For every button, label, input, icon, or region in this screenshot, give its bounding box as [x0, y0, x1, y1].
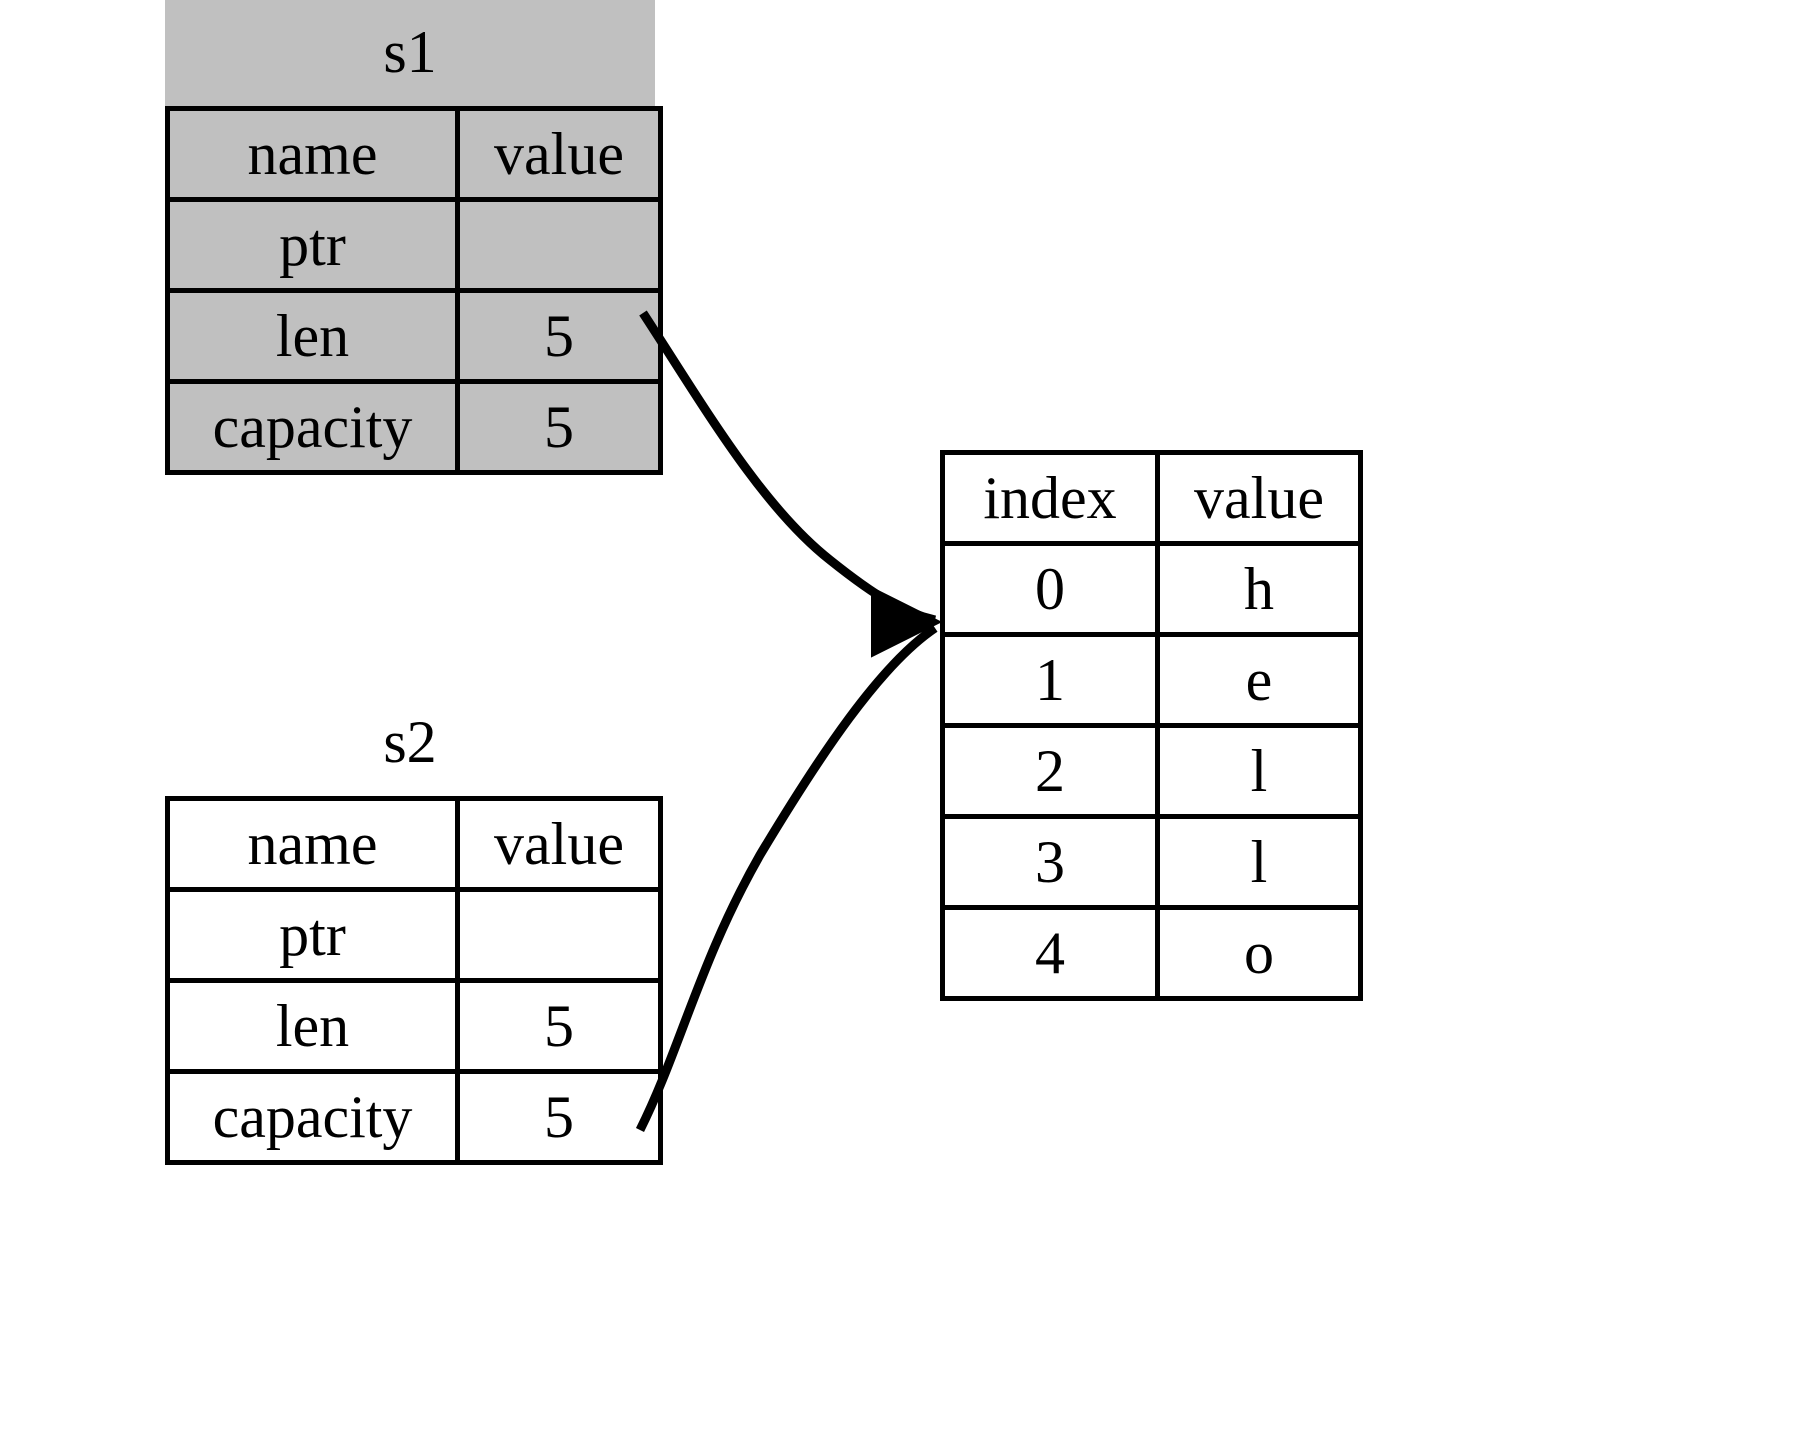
- heap-header-value: value: [1155, 450, 1363, 546]
- heap-buffer: index value 0 h 1 e 2 l 3 l: [940, 450, 1363, 1001]
- s1-row-ptr-value: [455, 197, 663, 293]
- s2-row-len-value: 5: [455, 978, 663, 1074]
- table-row: 2 l: [940, 723, 1363, 819]
- s1-header-name: name: [165, 106, 460, 202]
- heap-row-4-value: o: [1155, 905, 1363, 1001]
- s1-row-len-value: 5: [455, 288, 663, 384]
- struct-s1: s1 name value ptr len 5 capacity 5: [165, 0, 663, 475]
- s2-row-len-name: len: [165, 978, 460, 1074]
- s2-row-capacity-value: 5: [455, 1069, 663, 1165]
- heap-row-0-index: 0: [940, 541, 1160, 637]
- s1-header-value: value: [455, 106, 663, 202]
- table-row-header: name value: [165, 796, 663, 892]
- arrowhead-icon: [871, 586, 943, 658]
- table-row: 1 e: [940, 632, 1363, 728]
- s1-row-capacity-value: 5: [455, 379, 663, 475]
- table-row-header: name value: [165, 106, 663, 202]
- s2-title: s2: [383, 709, 437, 775]
- s1-row-len-name: len: [165, 288, 460, 384]
- edge-s1-ptr-to-heap: [639, 310, 937, 625]
- s1-table: name value ptr len 5 capacity 5: [165, 106, 663, 475]
- s2-table: name value ptr len 5 capacity 5: [165, 796, 663, 1165]
- table-row-header: index value: [940, 450, 1363, 546]
- table-row: 4 o: [940, 905, 1363, 1001]
- table-row: ptr: [165, 887, 663, 983]
- heap-row-0-value: h: [1155, 541, 1363, 637]
- table-row: len 5: [165, 978, 663, 1074]
- table-row: 0 h: [940, 541, 1363, 637]
- table-row: capacity 5: [165, 1069, 663, 1165]
- s1-row-ptr-name: ptr: [165, 197, 460, 293]
- heap-row-2-index: 2: [940, 723, 1160, 819]
- heap-table: index value 0 h 1 e 2 l 3 l: [940, 450, 1363, 1001]
- heap-row-3-index: 3: [940, 814, 1160, 910]
- heap-row-4-index: 4: [940, 905, 1160, 1001]
- s2-row-capacity-name: capacity: [165, 1069, 460, 1165]
- heap-row-2-value: l: [1155, 723, 1363, 819]
- s2-row-ptr-name: ptr: [165, 887, 460, 983]
- edge-s2-ptr-to-heap: [635, 624, 938, 1133]
- table-row: ptr: [165, 197, 663, 293]
- s2-row-ptr-value: [455, 887, 663, 983]
- table-row: len 5: [165, 288, 663, 384]
- s2-header-name: name: [165, 796, 460, 892]
- s2-header-value: value: [455, 796, 663, 892]
- s1-title: s1: [165, 0, 655, 106]
- heap-row-1-value: e: [1155, 632, 1363, 728]
- struct-s2: s2 name value ptr len 5 capacity 5: [165, 690, 663, 1165]
- s1-row-capacity-name: capacity: [165, 379, 460, 475]
- table-row: capacity 5: [165, 379, 663, 475]
- table-row: 3 l: [940, 814, 1363, 910]
- heap-row-1-index: 1: [940, 632, 1160, 728]
- heap-header-index: index: [940, 450, 1160, 546]
- heap-row-3-value: l: [1155, 814, 1363, 910]
